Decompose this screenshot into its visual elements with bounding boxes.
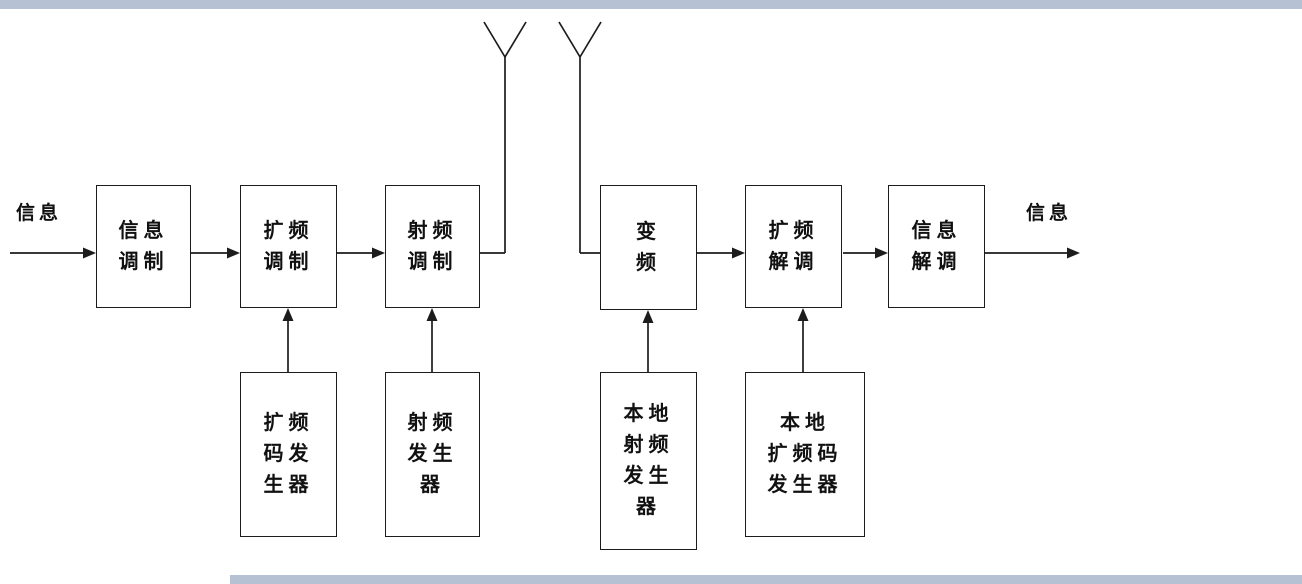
block-spread-modulation: 扩频 调制 [240,185,337,308]
input-arrow [10,247,96,259]
arrow-spreaddemod-to-infodemod [843,247,888,259]
block-spread-code-generator: 扩频 码发 生器 [240,372,337,537]
arrow-localrfgen-up [642,310,654,372]
top-edge-strip [0,0,1302,9]
bottom-edge-strip [230,575,1302,584]
block-info-modulation: 信息 调制 [96,185,191,308]
block-spread-demodulation: 扩频 解调 [745,185,842,308]
output-signal-label: 信息 [1026,203,1073,224]
block-local-spread-code-generator: 本地 扩频码 发生器 [745,372,865,537]
block-frequency-conversion: 变 频 [600,185,697,310]
receive-antenna-icon [558,21,602,254]
transmit-antenna-icon [480,21,527,254]
block-info-demodulation: 信息 解调 [888,185,985,308]
arrow-freqconv-to-spreaddemod [697,247,745,259]
input-signal-label: 信息 [16,203,63,224]
arrow-spreadmod-to-rfmod [337,247,385,259]
block-rf-generator: 射频 发生 器 [385,372,480,537]
arrow-spreadcodegen-up [282,308,294,372]
arrow-rfgen-up [426,308,438,372]
arrow-infomod-to-spreadmod [191,247,240,259]
block-local-rf-generator: 本地 射频 发生 器 [600,372,697,550]
arrow-localspreadcodegen-up [797,308,809,372]
output-arrow [985,247,1080,259]
block-rf-modulation: 射频 调制 [385,185,480,308]
